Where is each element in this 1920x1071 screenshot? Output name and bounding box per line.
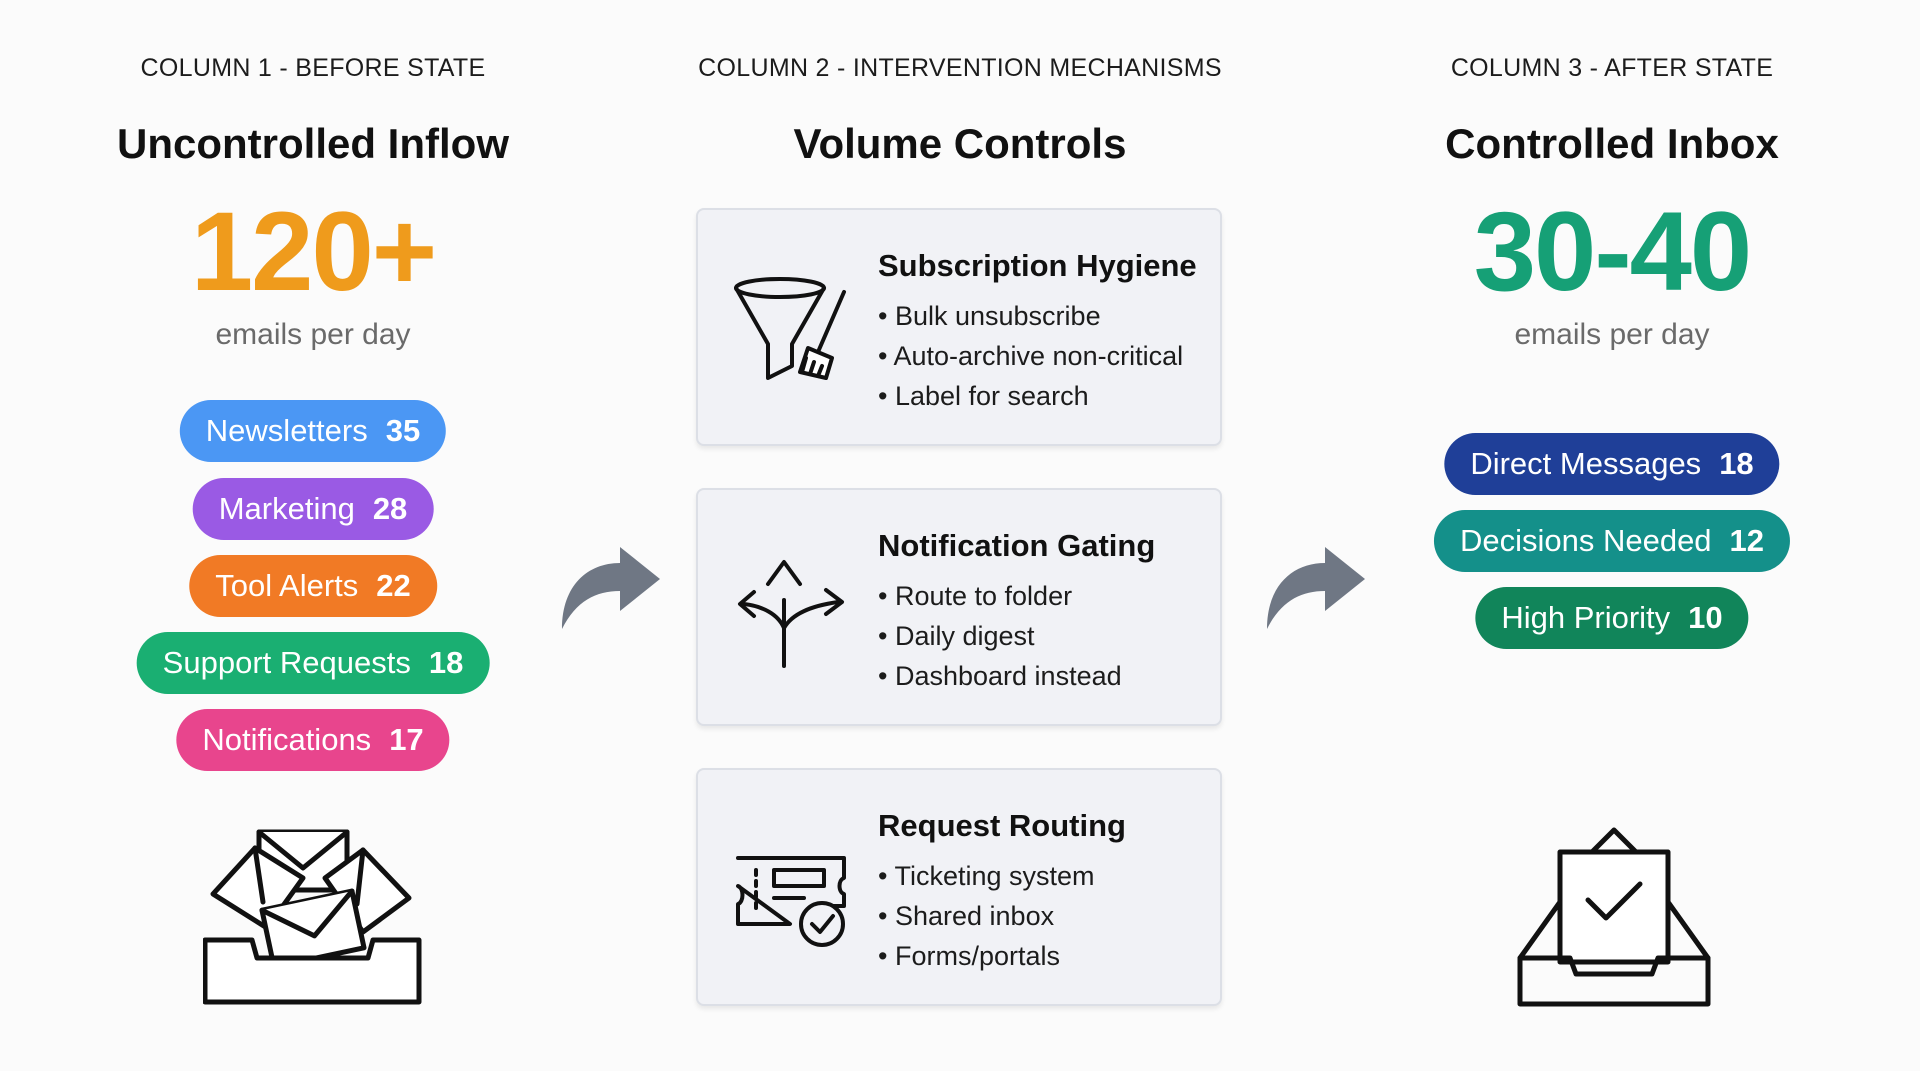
- column-label: COLUMN 1 - BEFORE STATE: [140, 54, 486, 82]
- pill-count: 22: [376, 568, 411, 603]
- card-notification-gating: Notification Gating Route to folder Dail…: [696, 488, 1222, 726]
- pill-support-requests: Support Requests 18: [136, 632, 490, 694]
- column-heading: Controlled Inbox: [1445, 120, 1779, 167]
- bullet-item: Route to folder: [878, 576, 1122, 616]
- before-email-unit: emails per day: [215, 318, 411, 351]
- pill-label: Support Requests: [162, 645, 411, 680]
- pill-newsletters: Newsletters 35: [179, 400, 447, 462]
- pill-label: Decisions Needed: [1459, 523, 1712, 558]
- column-label: COLUMN 2 - INTERVENTION MECHANISMS: [698, 54, 1222, 82]
- bullet-item: Dashboard instead: [878, 656, 1122, 696]
- pill-label: Notifications: [202, 722, 372, 757]
- card-bullets: Route to folder Daily digest Dashboard i…: [878, 576, 1122, 696]
- card-title: Notification Gating: [878, 528, 1156, 563]
- card-title: Request Routing: [878, 808, 1126, 843]
- bullet-item: Auto-archive non-critical: [878, 336, 1183, 376]
- after-email-count: 30-40: [1473, 189, 1752, 314]
- pill-marketing: Marketing 28: [192, 478, 434, 540]
- split-arrows-icon: [738, 560, 844, 668]
- column-label: COLUMN 3 - AFTER STATE: [1450, 54, 1774, 82]
- checked-inbox-icon: [1517, 827, 1711, 1007]
- pill-high-priority: High Priority 10: [1475, 587, 1749, 649]
- flow-arrow-icon: [562, 547, 660, 629]
- pill-count: 35: [385, 413, 421, 448]
- card-bullets: Ticketing system Shared inbox Forms/port…: [878, 856, 1095, 976]
- bullet-item: Forms/portals: [878, 936, 1095, 976]
- bullet-item: Shared inbox: [878, 896, 1095, 936]
- pill-label: Marketing: [218, 491, 355, 526]
- pill-decisions-needed: Decisions Needed 12: [1433, 510, 1791, 572]
- ticket-check-icon: [736, 856, 846, 947]
- pill-count: 12: [1729, 523, 1765, 558]
- bullet-item: Label for search: [878, 376, 1183, 416]
- column-heading: Volume Controls: [793, 120, 1127, 167]
- pill-count: 28: [372, 491, 408, 526]
- card-bullets: Bulk unsubscribe Auto-archive non-critic…: [878, 296, 1183, 416]
- card-request-routing: Request Routing Ticketing system Shared …: [696, 768, 1222, 1006]
- bullet-item: Bulk unsubscribe: [878, 296, 1183, 336]
- pill-direct-messages: Direct Messages 18: [1444, 433, 1780, 495]
- pill-label: Direct Messages: [1470, 446, 1702, 481]
- pill-notifications: Notifications 17: [176, 709, 450, 771]
- pill-tool-alerts: Tool Alerts 22: [189, 555, 437, 617]
- card-subscription-hygiene: Subscription Hygiene Bulk unsubscribe Au…: [696, 208, 1222, 446]
- pill-count: 18: [428, 645, 464, 680]
- pill-label: Tool Alerts: [215, 568, 359, 603]
- funnel-broom-icon: [734, 277, 846, 380]
- bullet-item: Daily digest: [878, 616, 1122, 656]
- pill-label: High Priority: [1501, 600, 1671, 635]
- flow-arrow-icon: [1267, 547, 1365, 629]
- column-heading: Uncontrolled Inflow: [117, 120, 509, 167]
- pill-count: 18: [1719, 446, 1754, 481]
- card-title: Subscription Hygiene: [878, 248, 1197, 283]
- pill-label: Newsletters: [205, 413, 368, 448]
- bullet-item: Ticketing system: [878, 856, 1094, 896]
- after-email-unit: emails per day: [1514, 318, 1710, 351]
- pill-count: 10: [1688, 600, 1723, 635]
- before-email-count: 120+: [190, 189, 437, 314]
- pill-count: 17: [389, 722, 424, 757]
- overflowing-inbox-icon: [203, 829, 422, 1005]
